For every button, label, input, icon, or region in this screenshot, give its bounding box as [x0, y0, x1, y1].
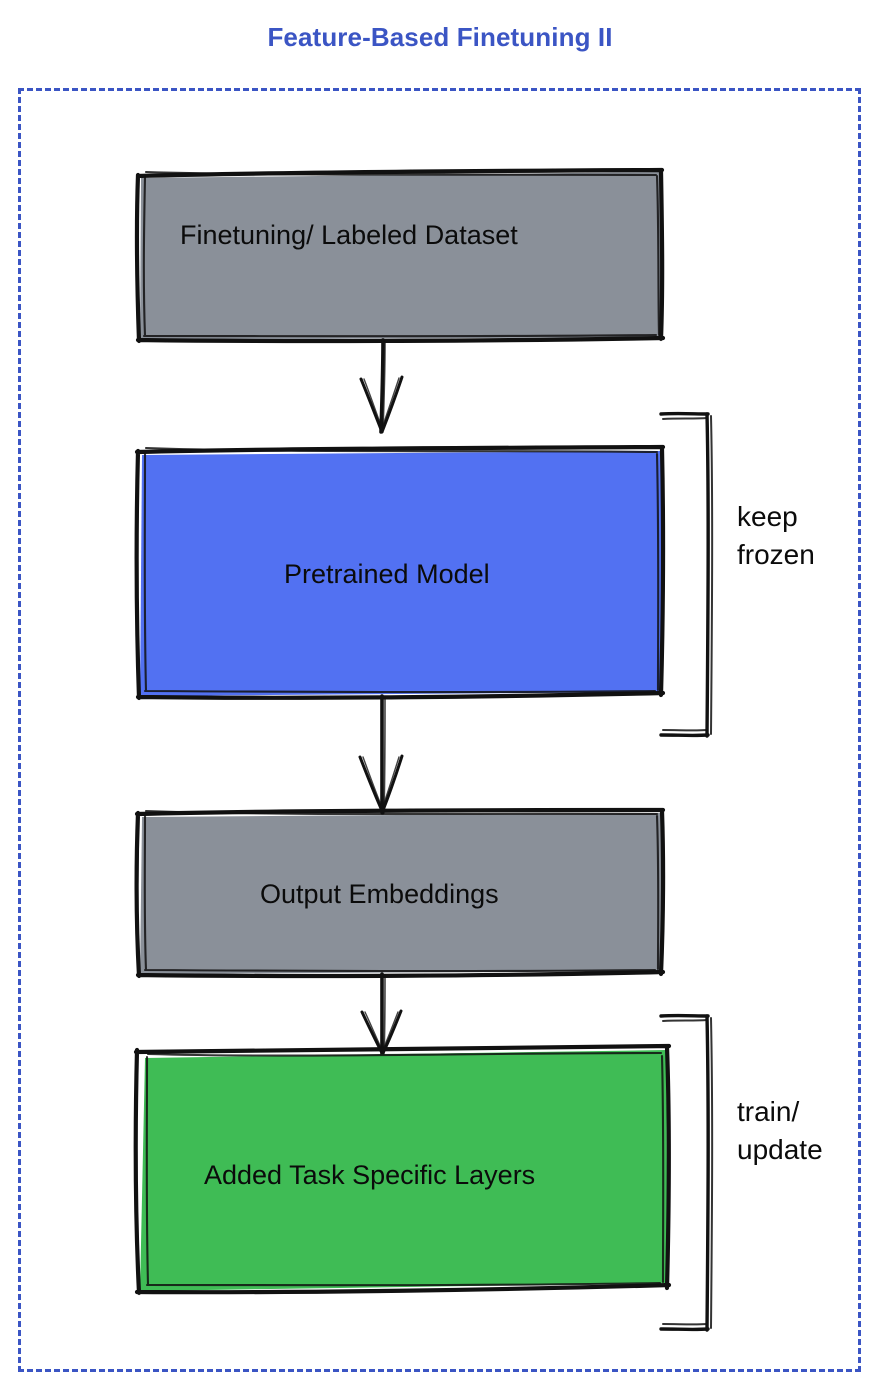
node-dataset-label: Finetuning/ Labeled Dataset	[180, 220, 518, 250]
annotation-train-update-line1: train/	[737, 1096, 800, 1127]
node-task-layers-label: Added Task Specific Layers	[204, 1160, 536, 1190]
diagram-outer-frame	[18, 88, 861, 1372]
annotation-keep-frozen-line1: keep	[737, 501, 798, 532]
annotation-keep-frozen-line2: frozen	[737, 539, 815, 570]
annotation-train-update-line2: update	[737, 1134, 823, 1165]
page-title: Feature-Based Finetuning II	[267, 22, 613, 52]
node-embeddings-label: Output Embeddings	[260, 879, 499, 909]
node-pretrained-label: Pretrained Model	[284, 559, 490, 589]
